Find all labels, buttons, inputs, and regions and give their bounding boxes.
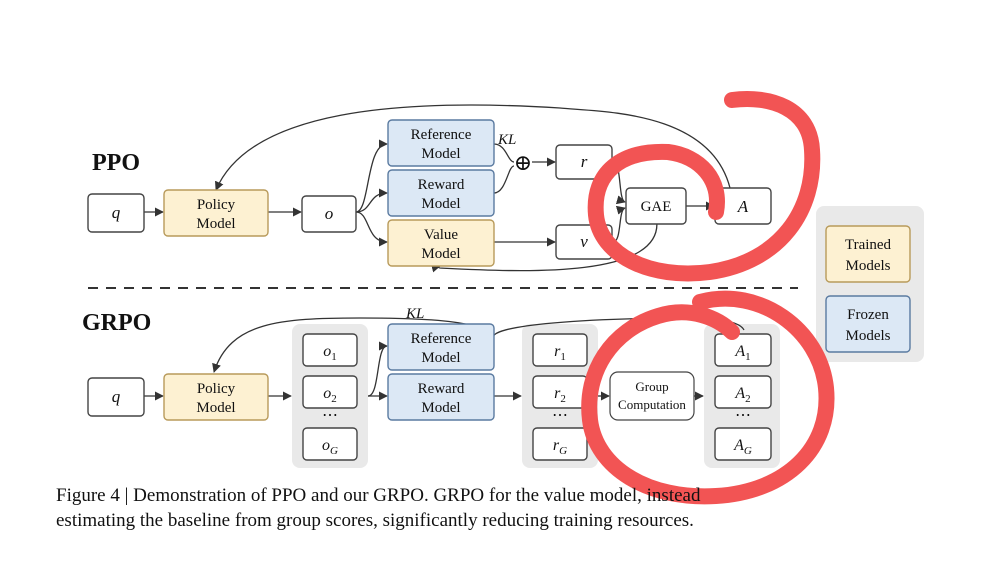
grpo-output-2-text: o2 <box>323 385 337 405</box>
grpo-advantage-1-text: A1 <box>734 343 750 363</box>
grpo-output-1-text: o1 <box>323 343 337 363</box>
ppo-policy-model <box>163 189 269 237</box>
legend-trained-line2: Models <box>846 258 891 274</box>
grpo-advantage-2 <box>714 375 772 409</box>
grpo-group-computation <box>609 371 695 421</box>
ppo-reference-line2: Model <box>421 146 460 162</box>
grpo-reference-line1: Reference <box>411 331 472 347</box>
grpo-output-1 <box>302 333 358 367</box>
grpo-reward-ellipsis: ⋯ <box>552 407 568 424</box>
grpo-policy-model <box>163 373 269 421</box>
grpo-reward-G-text: rG <box>553 437 567 457</box>
ppo-r-text: r <box>581 152 588 171</box>
ppo-gae-box <box>625 187 687 225</box>
ppo-gae-text: GAE <box>641 199 672 215</box>
ppo-reference-model <box>387 119 495 167</box>
ppo-reward-line1: Reward <box>418 177 465 193</box>
grpo-reward-line2: Model <box>421 400 460 416</box>
grpo-q-box <box>87 377 145 417</box>
ppo-value-line1: Value <box>424 227 458 243</box>
ppo-reward-line2: Model <box>421 196 460 212</box>
grpo-advantage-G-text: AG <box>733 437 752 457</box>
grpo-label: GRPO <box>82 310 151 336</box>
ppo-plus-symbol: ⊕ <box>514 150 532 175</box>
grpo-reward-line1: Reward <box>418 381 465 397</box>
grpo-reference-line2: Model <box>421 350 460 366</box>
ppo-o-box <box>301 195 357 233</box>
legend-frozen-line2: Models <box>846 328 891 344</box>
grpo-reward-1 <box>532 333 588 367</box>
ppo-a-text: A <box>737 197 749 216</box>
grpo-output-G <box>302 427 358 461</box>
ppo-label: PPO <box>92 150 140 176</box>
grpo-reward-1-text: r1 <box>554 343 566 363</box>
ppo-policy-line2: Model <box>196 216 235 232</box>
grpo-advantage-G <box>714 427 772 461</box>
grpo-output-ellipsis: ⋯ <box>322 407 338 424</box>
ppo-value-line2: Model <box>421 246 460 262</box>
ppo-connectors <box>144 104 731 273</box>
ppo-reward-model <box>387 169 495 217</box>
grpo-q-text: q <box>112 387 121 406</box>
red-annotation-circle-bottom <box>581 290 835 505</box>
legend-trained-line1: Trained <box>845 237 892 253</box>
grpo-advantage-1 <box>714 333 772 367</box>
grpo-output-2 <box>302 375 358 409</box>
figure-caption: Figure 4 | Demonstration of PPO and our … <box>56 483 986 533</box>
ppo-v-text: v <box>580 232 588 251</box>
grpo-output-G-text: oG <box>322 437 338 457</box>
grpo-kl-label: KL <box>405 306 424 322</box>
ppo-reference-line1: Reference <box>411 127 472 143</box>
ppo-q-text: q <box>112 203 121 222</box>
ppo-policy-line1: Policy <box>197 197 236 213</box>
legend-frozen-line1: Frozen <box>847 307 889 323</box>
caption-line-1: Figure 4 | Demonstration of PPO and our … <box>56 485 701 506</box>
legend-frozen-swatch <box>825 295 911 353</box>
caption-line-2: estimating the baseline from group score… <box>56 510 694 531</box>
grpo-reward-G <box>532 427 588 461</box>
grpo-advantage-2-text: A2 <box>734 385 750 405</box>
ppo-kl-label: KL <box>497 132 516 148</box>
grpo-reference-model <box>387 323 495 371</box>
grpo-policy-line2: Model <box>196 400 235 416</box>
grpo-group-line1: Group <box>635 379 668 394</box>
grpo-reward-2-text: r2 <box>554 385 566 405</box>
grpo-reward-model <box>387 373 495 421</box>
legend-trained-swatch <box>825 225 911 283</box>
red-annotation-circle-top <box>587 91 821 282</box>
grpo-advantage-ellipsis: ⋯ <box>735 407 751 424</box>
ppo-value-model <box>387 219 495 267</box>
ppo-q-box <box>87 193 145 233</box>
grpo-group-line2: Computation <box>618 397 686 412</box>
ppo-o-text: o <box>325 204 334 223</box>
grpo-policy-line1: Policy <box>197 381 236 397</box>
